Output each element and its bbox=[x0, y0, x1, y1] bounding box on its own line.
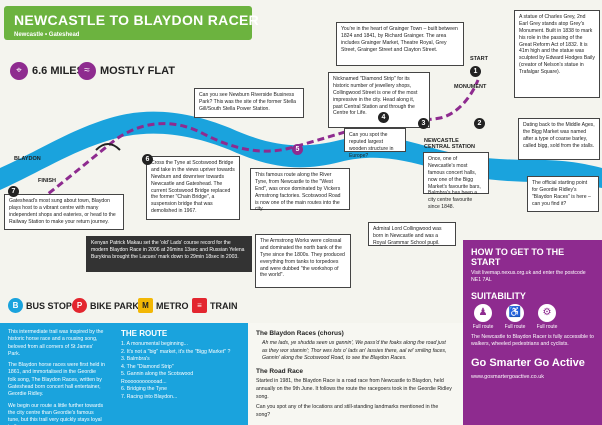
chorus-lyric: Ah me lads, ye shudda seen us gannin', W… bbox=[262, 340, 447, 362]
page-title: NEWCASTLE TO BLAYDON RACER bbox=[14, 12, 260, 28]
distance-icon: ⌖ bbox=[10, 62, 28, 80]
bicycle-icon: ⚙ bbox=[538, 303, 556, 322]
legend-train: ≡TRAIN bbox=[192, 298, 238, 313]
route-item: 7. Racing into Blaydon... bbox=[121, 393, 178, 400]
title-banner: NEWCASTLE TO BLAYDON RACER Newcastle • G… bbox=[4, 6, 259, 40]
brand-logo: Go Smarter Go Active bbox=[471, 357, 585, 370]
website-link[interactable]: www.gosmartergoactive.co.uk bbox=[471, 373, 545, 380]
place-central-station: NEWCASTLE CENTRAL STATION bbox=[424, 138, 476, 150]
callout-balmbras: Once, one of Newcastle's most famous con… bbox=[423, 152, 489, 210]
terrain-icon: ≈ bbox=[78, 62, 96, 80]
marker-5: 5 bbox=[292, 144, 303, 155]
suit-wheelchair: ♿Full route bbox=[503, 303, 527, 330]
callout-diamond-strip: Nicknamed "Diamond Strip" for its histor… bbox=[328, 72, 430, 128]
route-panel: THE ROUTE 1. A monumental beginning... 2… bbox=[113, 323, 248, 425]
marker-3: 3 bbox=[418, 118, 429, 129]
route-item: 4. The "Diamond Strip" bbox=[121, 363, 174, 370]
callout-riverside: Can you see Newburn Riverside Business P… bbox=[194, 88, 304, 118]
callout-collingwood: Admiral Lord Collingwood was born in New… bbox=[368, 222, 456, 246]
marker-6: 6 bbox=[142, 154, 153, 165]
place-finish: FINISH bbox=[38, 178, 57, 184]
suit-walker: ♟Full route bbox=[471, 303, 495, 330]
callout-grey-monument: A statue of Charles Grey, 2nd Earl Grey … bbox=[514, 10, 600, 98]
metro-icon: M bbox=[138, 298, 153, 313]
route-line bbox=[39, 79, 480, 202]
distance-stat: 6.6 MILES bbox=[32, 65, 84, 77]
song-panel: The Blaydon Races (chorus) Ah me lads, y… bbox=[248, 323, 460, 425]
bus-stop-icon: B bbox=[8, 298, 23, 313]
scotswood-bridge bbox=[95, 143, 121, 151]
access-text: The Newcastle to Blaydon Racer is fully … bbox=[471, 333, 594, 347]
callout-bigg-market: Dating back to the Middle Ages, the Bigg… bbox=[518, 118, 600, 160]
marker-7: 7 bbox=[8, 186, 19, 197]
terrain-stat: MOSTLY FLAT bbox=[100, 65, 175, 77]
start-heading: HOW TO GET TO THE START bbox=[471, 247, 565, 267]
suit-cyclist: ⚙Full route bbox=[535, 303, 559, 330]
suitability-row: ♟Full route ♿Full route ⚙Full route bbox=[471, 303, 594, 330]
route-item: 3. Balmbra's bbox=[121, 356, 150, 363]
marker-2: 2 bbox=[474, 118, 485, 129]
marker-4: 4 bbox=[378, 112, 389, 123]
place-start: START bbox=[470, 56, 488, 62]
bike-park-icon: P bbox=[72, 298, 87, 313]
road-race-title: The Road Race bbox=[256, 368, 303, 376]
route-list: 1. A monumental beginning... 2. It's not… bbox=[121, 341, 240, 401]
route-title: THE ROUTE bbox=[121, 329, 168, 338]
chorus-title: The Blaydon Races (chorus) bbox=[256, 330, 344, 337]
callout-west-end: This famous route along the River Tyne, … bbox=[250, 168, 350, 212]
callout-armstrong-works: The Armstrong Works were colossal and do… bbox=[255, 234, 351, 288]
page-subtitle: Newcastle • Gateshead bbox=[14, 32, 80, 38]
intro-paragraph-2: The Blaydon horse races were first held … bbox=[8, 362, 105, 398]
route-item: 1. A monumental beginning... bbox=[121, 341, 188, 347]
place-monument: MONUMENT bbox=[454, 84, 487, 90]
train-icon: ≡ bbox=[192, 298, 207, 313]
song-question: Can you spot any of the locations and st… bbox=[256, 404, 439, 418]
suitability-heading: SUITABILITY bbox=[471, 290, 526, 301]
start-text: Visit livemap.nexus.org.uk and enter the… bbox=[471, 270, 586, 284]
callout-gateshead-blaydon: Gateshead's most sung about town, Blaydo… bbox=[4, 194, 124, 230]
callout-wooden-structure: Can you spot the reputed largest wooden … bbox=[344, 128, 406, 159]
callout-kenyan-record: Kenyan Patrick Makau set the 'old' Lads'… bbox=[86, 236, 252, 272]
callout-official-start: The official starting point for Geordie … bbox=[527, 176, 599, 212]
road-race-text: Started in 1981, the Blaydon Race is a r… bbox=[256, 378, 452, 400]
intro-panel: This intermediate trail was inspired by … bbox=[0, 323, 113, 425]
intro-paragraph-3: We begin our route a little further towa… bbox=[8, 402, 104, 425]
wheelchair-icon: ♿ bbox=[506, 303, 524, 322]
callout-grainger-town: You're in the heart of Grainger Town – b… bbox=[336, 22, 464, 66]
route-item: 6. Bridging the Tyne bbox=[121, 386, 168, 393]
marker-1: 1 bbox=[470, 66, 481, 77]
route-item: 5. Gannin along the Scotswood Rooooooooo… bbox=[121, 371, 194, 385]
walker-icon: ♟ bbox=[474, 303, 492, 322]
start-info-panel: HOW TO GET TO THE START Visit livemap.ne… bbox=[463, 240, 602, 425]
intro-paragraph-1: This intermediate trail was inspired by … bbox=[8, 329, 104, 357]
callout-scotswood-bridge: Cross the Tyne at Scotswood Bridge and t… bbox=[146, 156, 240, 220]
place-blaydon: BLAYDON bbox=[14, 156, 41, 162]
route-item: 2. It's not a "big" market, it's the "Bi… bbox=[121, 348, 231, 355]
